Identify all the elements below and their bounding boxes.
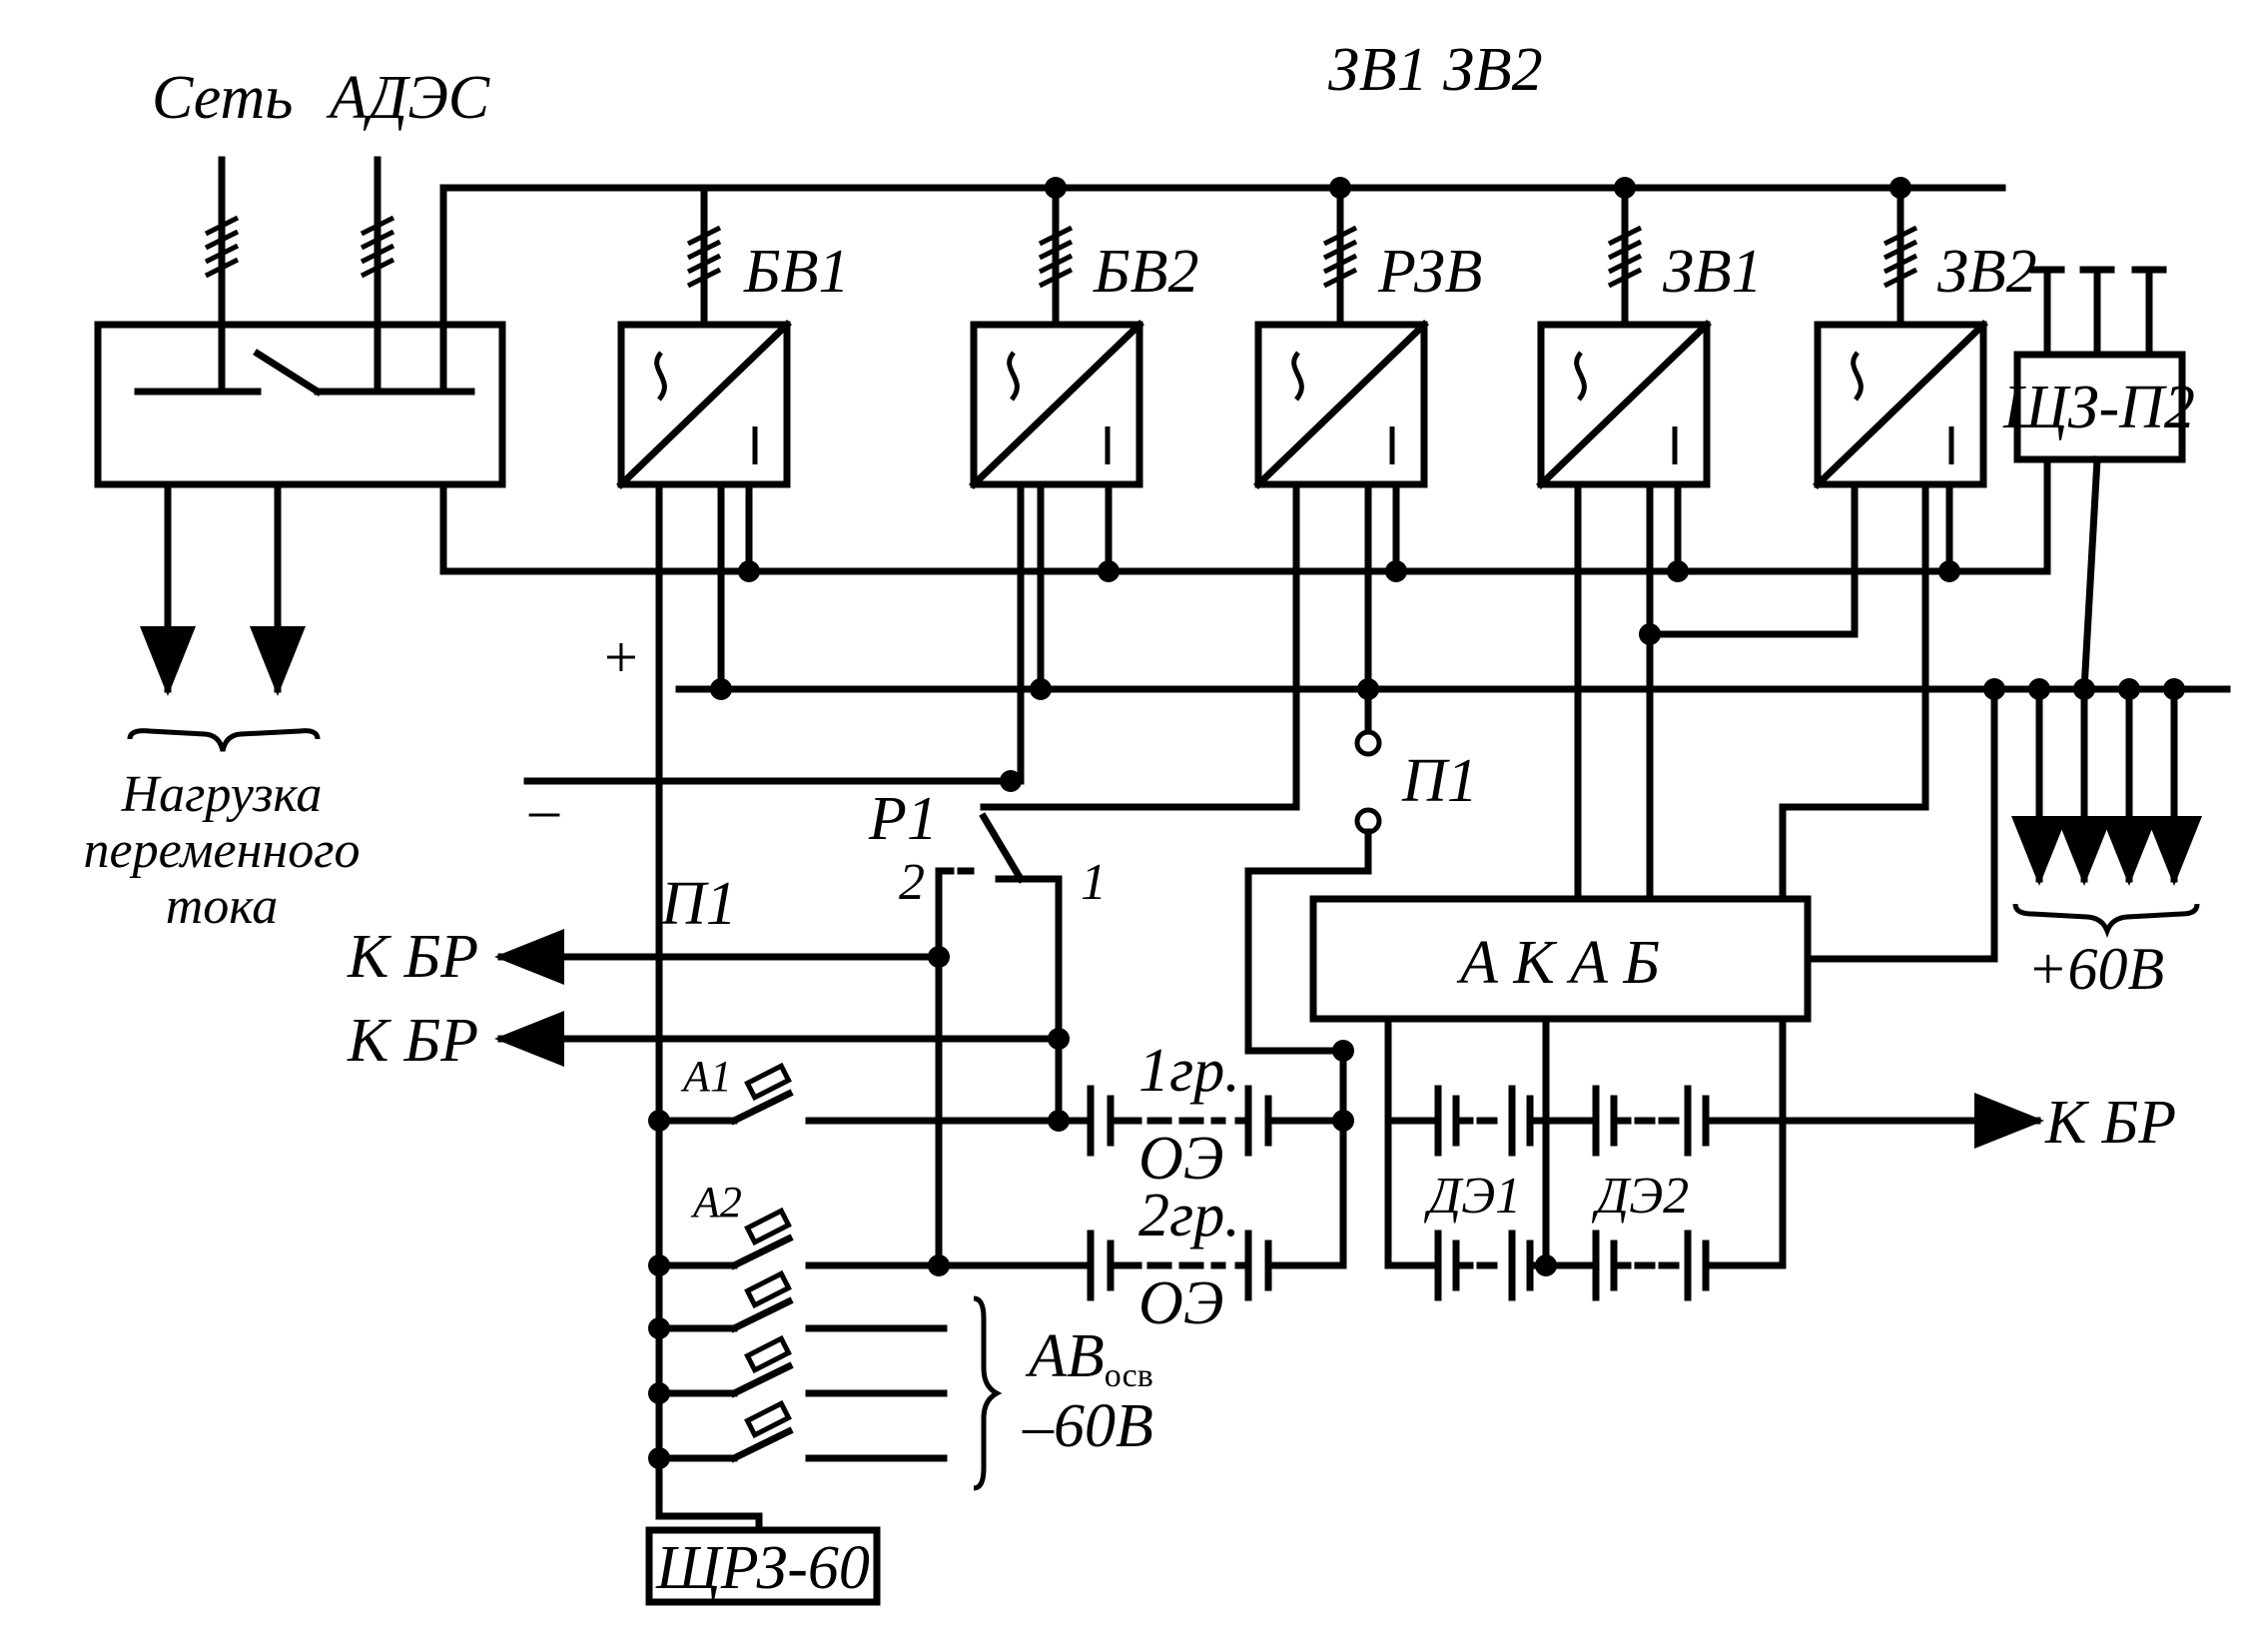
minus-label: – bbox=[528, 776, 560, 842]
svg-text:А К А Б: А К А Б bbox=[1456, 929, 1660, 997]
shz-panel: ЩЗ-П2 bbox=[2002, 266, 2195, 463]
battery-group-2: 2гр. ОЭ bbox=[1080, 1182, 1347, 1337]
de-batteries: ДЭ1 ДЭ2 bbox=[1384, 1015, 2044, 1301]
ac-load-brace bbox=[127, 728, 321, 752]
ats-switch-box bbox=[94, 156, 506, 488]
rectifier-bv2: БВ2 bbox=[974, 184, 1198, 484]
svg-text:ЩЗ-П2: ЩЗ-П2 bbox=[2002, 374, 2195, 441]
rectifier-bv1: БВ1 bbox=[621, 184, 849, 484]
switch-label: А1 bbox=[680, 1052, 732, 1101]
p1-contact bbox=[1354, 729, 1382, 757]
to-br-label-3: К БР bbox=[2044, 1089, 2176, 1157]
rectifier-zv1: ЗВ1 bbox=[1541, 184, 1763, 484]
battery-group-1: 1гр. ОЭ bbox=[1055, 1037, 1354, 1193]
svg-text:ЩРЗ-60: ЩРЗ-60 bbox=[655, 1534, 870, 1602]
r1-label: Р1 bbox=[868, 785, 938, 853]
switch-a1: А1 bbox=[648, 1052, 1070, 1132]
output-voltage-label: +60В bbox=[2027, 936, 2164, 1002]
battery-label: 1гр. bbox=[1138, 1037, 1240, 1105]
output-60v: +60В bbox=[1983, 455, 2202, 1002]
rectifier-label: ЗВ2 bbox=[1937, 238, 2037, 306]
ac-load-label-2: переменного bbox=[83, 822, 360, 879]
switch-label: А2 bbox=[690, 1178, 742, 1227]
rectifier-zv2: ЗВ2 bbox=[1818, 184, 2037, 484]
p1-left-label: П1 bbox=[660, 870, 737, 938]
rectifier-label: БВ2 bbox=[1093, 238, 1198, 306]
rectifier-rzv: РЗВ bbox=[1258, 184, 1482, 484]
lighting-breakers: АВосв –60В bbox=[648, 1269, 1153, 1491]
rectifier-label: БВ1 bbox=[743, 238, 849, 306]
plus-label: + bbox=[604, 624, 638, 690]
shrz-panel: ЩРЗ-60 bbox=[645, 1489, 881, 1606]
to-br-label-1: К БР bbox=[347, 923, 478, 991]
akab-panel: А К А Б bbox=[1309, 895, 1812, 1023]
ac-load-label-1: Нагрузка bbox=[121, 766, 323, 823]
battery-label: ДЭ1 bbox=[1423, 1168, 1521, 1225]
return-bus bbox=[439, 455, 2051, 575]
battery-label: 2гр. bbox=[1138, 1182, 1240, 1249]
grid-input-label: Сеть bbox=[152, 64, 293, 132]
ades-input-label: АДЭС bbox=[326, 64, 490, 132]
lighting-voltage-label: –60В bbox=[1022, 1392, 1153, 1460]
lighting-label: АВосв bbox=[1025, 1322, 1153, 1394]
switch-a2: А2 bbox=[648, 1178, 1088, 1276]
battery-label: ДЭ2 bbox=[1591, 1168, 1689, 1225]
rectifier-label: ЗВ1 bbox=[1663, 238, 1763, 306]
p1-right-label: П1 bbox=[1401, 747, 1478, 815]
header-note: ЗВ1 ЗВ2 bbox=[1328, 36, 1543, 104]
r1-pos1-label: 1 bbox=[1081, 854, 1107, 911]
ac-load-label-3: тока bbox=[166, 878, 279, 935]
to-br-label-2: К БР bbox=[347, 1007, 478, 1075]
r1-pos2-label: 2 bbox=[899, 854, 925, 911]
battery-label: ОЭ bbox=[1138, 1269, 1223, 1337]
battery-label: ОЭ bbox=[1138, 1125, 1223, 1193]
rectifier-label: РЗВ bbox=[1377, 238, 1482, 306]
r1-contact bbox=[979, 812, 1026, 884]
